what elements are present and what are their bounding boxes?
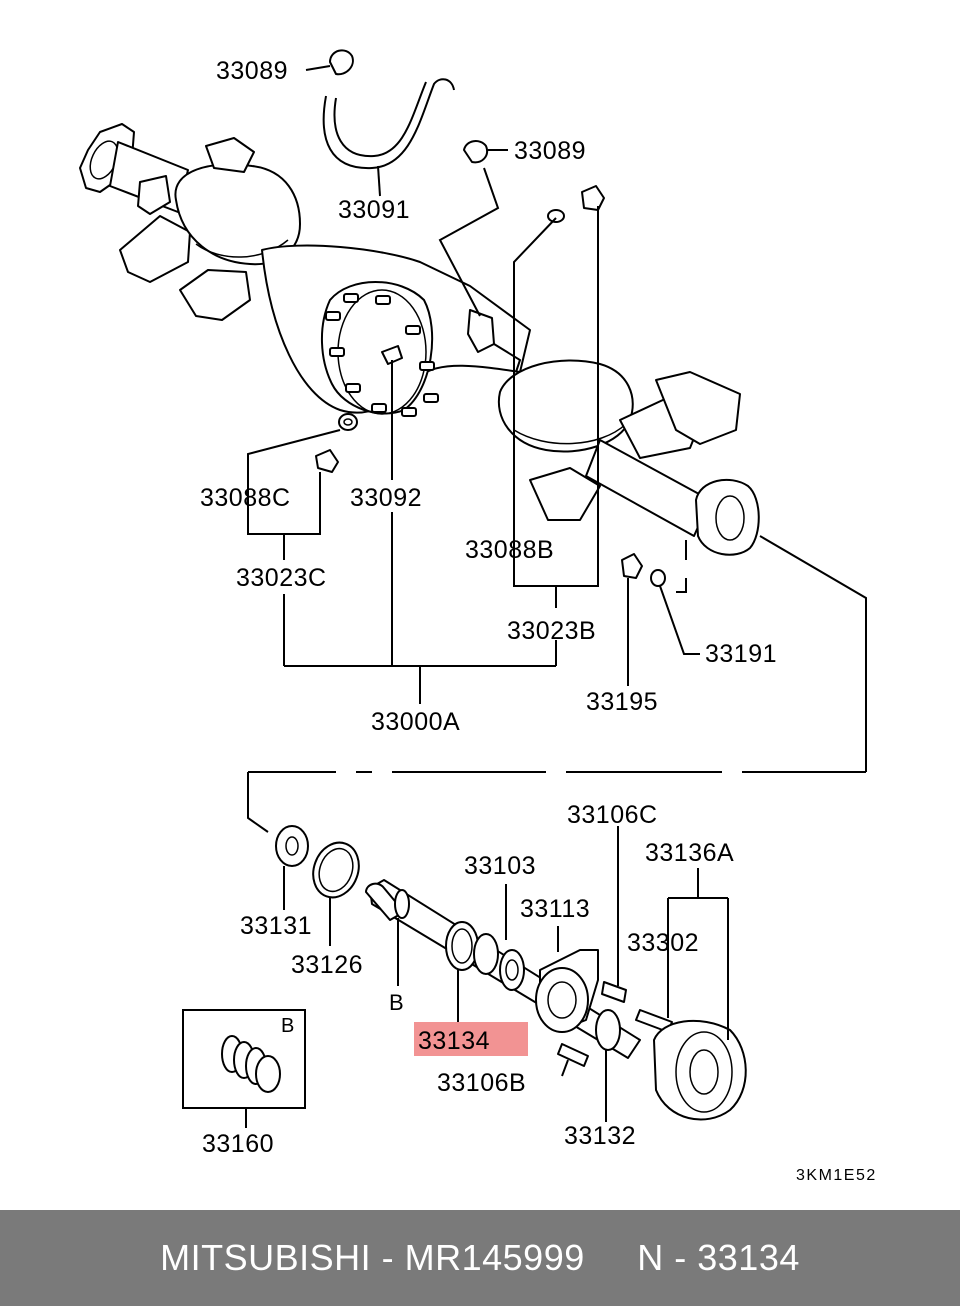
- axle-housing-drawing: [79, 123, 760, 556]
- label-33136a[interactable]: 33136A: [645, 839, 734, 867]
- label-33088b[interactable]: 33088B: [465, 536, 554, 564]
- label-33113[interactable]: 33113: [520, 895, 590, 923]
- drawing-code: 3KM1E52: [796, 1167, 877, 1184]
- label-33023c[interactable]: 33023C: [236, 564, 327, 592]
- axle-shaft-drawing: [275, 825, 747, 1121]
- label-33132[interactable]: 33132: [564, 1122, 636, 1150]
- label-33088c[interactable]: 33088C: [200, 484, 291, 512]
- label-33195[interactable]: 33195: [586, 688, 658, 716]
- label-33023b[interactable]: 33023B: [507, 617, 596, 645]
- label-33106b[interactable]: 33106B: [437, 1069, 526, 1097]
- label-b[interactable]: B: [389, 990, 404, 1015]
- label-33126[interactable]: 33126: [291, 951, 363, 979]
- label-33106c[interactable]: 33106C: [567, 801, 658, 829]
- label-33131[interactable]: 33131: [240, 912, 312, 940]
- upper-small-parts: [315, 49, 666, 587]
- label-33160[interactable]: 33160: [202, 1130, 274, 1158]
- label-33103[interactable]: 33103: [464, 852, 536, 880]
- label-33092[interactable]: 33092: [350, 484, 422, 512]
- part-labels: 33089 33089 33091 33088C 33092 33023C 33…: [200, 57, 877, 1184]
- label-33089-top[interactable]: 33089: [216, 57, 288, 85]
- footer-bar: MITSUBISHI - MR145999 N - 33134: [0, 1210, 960, 1306]
- lower-leader-lines: [283, 826, 729, 1122]
- housing-studs: [325, 293, 439, 417]
- label-33191[interactable]: 33191: [705, 640, 777, 668]
- label-33302[interactable]: 33302: [627, 929, 699, 957]
- label-33000a[interactable]: 33000A: [371, 708, 460, 736]
- ring-kit-box: [182, 1009, 306, 1128]
- exploded-parts-diagram: 33089 33089 33091 33088C 33092 33023C 33…: [79, 49, 877, 1184]
- label-33091[interactable]: 33091: [338, 196, 410, 224]
- highlight-box: [414, 1022, 528, 1056]
- label-33089-right[interactable]: 33089: [514, 137, 586, 165]
- upper-leader-lines: [247, 65, 867, 833]
- footer-part-info: MITSUBISHI - MR145999 N - 33134: [160, 1237, 800, 1278]
- label-box-b: B: [281, 1015, 295, 1037]
- label-33134-highlighted[interactable]: 33134: [418, 1027, 490, 1055]
